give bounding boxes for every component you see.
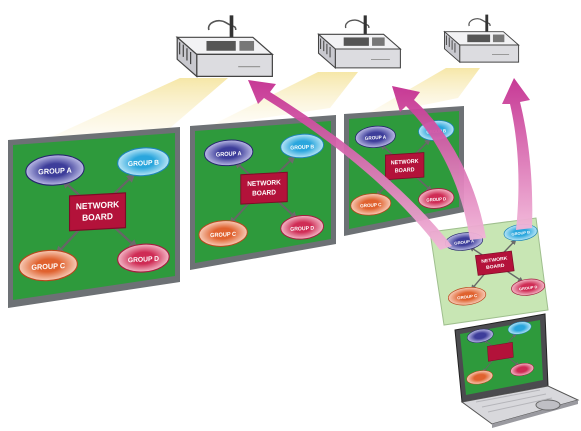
group-c-label: GROUP C [360,202,382,210]
arrow-to-projector-2 [392,86,486,240]
group-a-label: GROUP A [38,165,72,176]
arrow-to-projector-1 [248,80,452,250]
group-d-label: GROUP D [426,196,446,202]
network-board-label-line1: NETWORK [391,159,419,167]
light-beam-3 [360,68,480,118]
light-beam-2 [210,72,358,126]
group-b-label: GROUP B [128,159,159,168]
projector-icon [317,14,402,69]
network-board-label-line2: BOARD [252,189,276,197]
projector-icon [443,13,520,63]
group-d-label: GROUP D [290,225,314,232]
projection-screen-1: NETWORK BOARD GROUP A GROUP B GROUP C GR… [8,127,180,308]
light-beam-1 [40,78,228,142]
source-image-card: NETWORK BOARD GROUP A GROUP B GROUP C GR… [429,217,549,326]
network-board-label-line2: BOARD [82,211,113,223]
group-d-label: GROUP D [519,285,538,291]
group-d-label: GROUP D [128,256,159,265]
group-a-label: GROUP A [216,151,242,159]
projection-screen-3: NETWORK BOARD GROUP A GROUP B GROUP C GR… [344,106,464,236]
group-b-label: GROUP B [511,230,530,236]
group-c-label: GROUP C [210,232,236,240]
group-a-label: GROUP A [365,134,387,142]
network-board-label-line1: NETWORK [481,256,508,265]
group-c-label: GROUP C [457,293,478,300]
network-board-label-line2: BOARD [395,167,415,174]
group-a-label: GROUP A [454,238,474,245]
network-board-label-line2: BOARD [486,263,506,271]
laptop-icon [454,313,580,428]
network-board-label-line1: NETWORK [76,199,120,212]
projection-screen-2: NETWORK BOARD GROUP A GROUP B GROUP C GR… [190,115,336,270]
network-board-label-line1: NETWORK [247,179,281,188]
projector-icon [176,14,274,78]
group-b-label: GROUP B [290,144,314,151]
group-c-label: GROUP C [31,261,65,272]
arrow-to-projector-3 [502,78,533,230]
network-arrows [248,78,533,250]
